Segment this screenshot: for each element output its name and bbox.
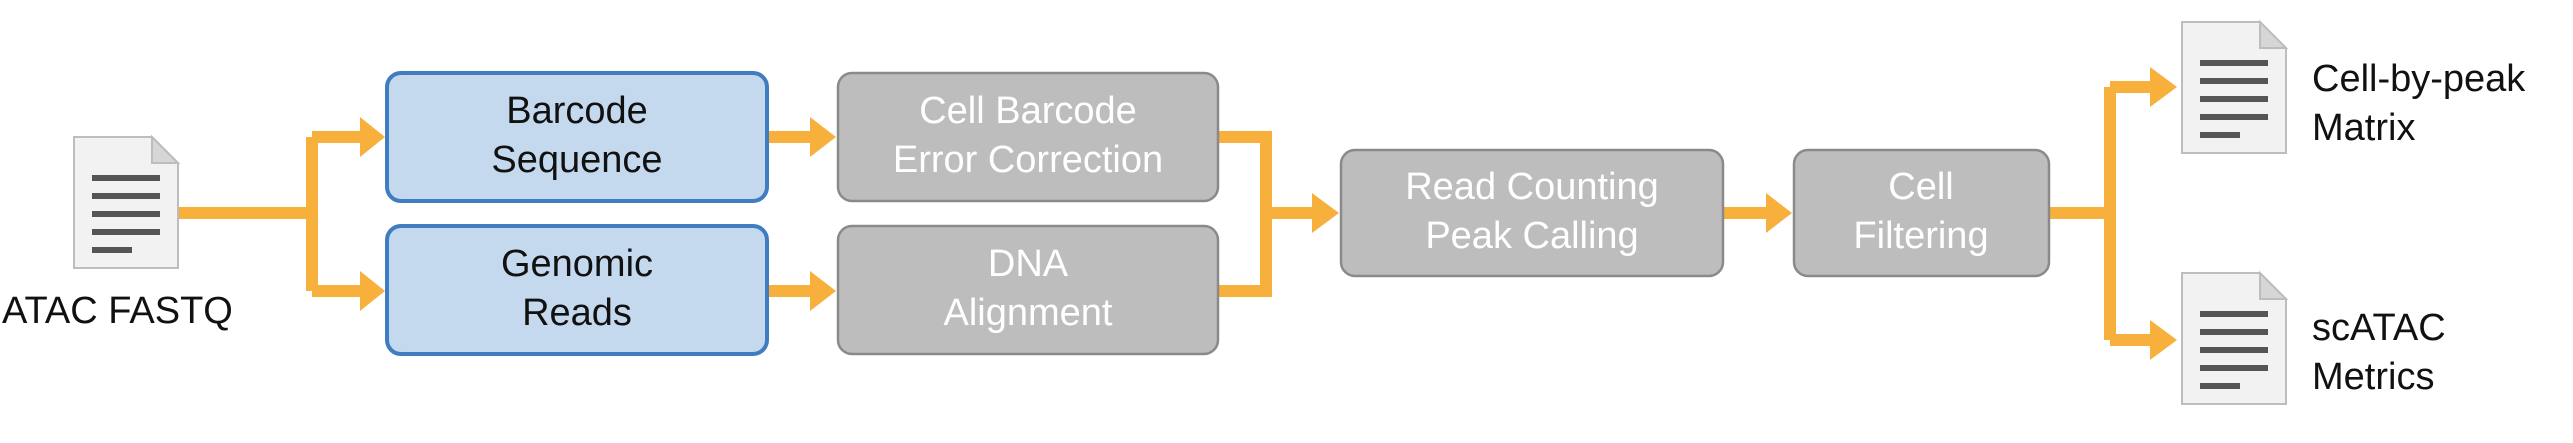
matrix-label-line2: Matrix	[2312, 107, 2415, 149]
step-cell-barcode-line2: Error Correction	[893, 139, 1163, 181]
step-cell-filtering: Cell Filtering	[1792, 148, 2051, 278]
step-dna-alignment-line2: Alignment	[944, 292, 1113, 334]
connectors	[178, 67, 2177, 360]
step-genomic-reads-line1: Genomic	[501, 243, 653, 285]
metrics-label-line1: scATAC	[2312, 307, 2446, 349]
arrowhead-to-matrix	[2150, 67, 2177, 107]
step-genomic-reads-line2: Reads	[522, 292, 632, 334]
step-barcode-sequence-line1: Barcode	[506, 90, 648, 132]
input-document-icon	[73, 134, 181, 269]
input-fastq: ATAC FASTQ	[2, 134, 233, 332]
step-dna-alignment: DNA Alignment	[836, 224, 1220, 356]
step-cell-barcode-error-correction: Cell Barcode Error Correction	[836, 71, 1220, 203]
step-barcode-sequence: Barcode Sequence	[385, 71, 769, 203]
step-dna-alignment-line1: DNA	[988, 243, 1069, 285]
output-scatac-metrics: scATAC Metrics	[2181, 270, 2446, 405]
arrowhead-to-cell-filtering	[1766, 193, 1792, 233]
metrics-label-line2: Metrics	[2312, 356, 2434, 398]
step-read-counting-line1: Read Counting	[1405, 166, 1659, 208]
arrowhead-to-metrics	[2150, 320, 2177, 360]
output-cell-by-peak-matrix: Cell-by-peak Matrix	[2181, 19, 2526, 154]
step-cell-barcode-line1: Cell Barcode	[919, 90, 1137, 132]
matrix-label-line1: Cell-by-peak	[2312, 58, 2526, 100]
arrowhead-to-genomic-reads	[360, 271, 385, 311]
step-cell-filtering-line1: Cell	[1888, 166, 1953, 208]
arrowhead-to-barcode-sequence	[360, 117, 385, 157]
step-read-counting-peak-calling: Read Counting Peak Calling	[1339, 148, 1725, 278]
connector-output-split	[2049, 81, 2152, 346]
step-cell-filtering-line2: Filtering	[1853, 215, 1988, 257]
matrix-document-icon	[2181, 19, 2289, 154]
connector-input-split	[178, 131, 362, 297]
step-barcode-sequence-line2: Sequence	[491, 139, 662, 181]
connector-merge	[1218, 131, 1314, 297]
metrics-document-icon	[2181, 270, 2289, 405]
arrowhead-to-dna-alignment	[810, 271, 836, 311]
step-read-counting-line2: Peak Calling	[1425, 215, 1638, 257]
arrowhead-to-cell-barcode-correction	[810, 117, 836, 157]
input-label: ATAC FASTQ	[2, 290, 233, 332]
arrowhead-to-read-counting	[1312, 193, 1339, 233]
step-genomic-reads: Genomic Reads	[385, 224, 769, 356]
